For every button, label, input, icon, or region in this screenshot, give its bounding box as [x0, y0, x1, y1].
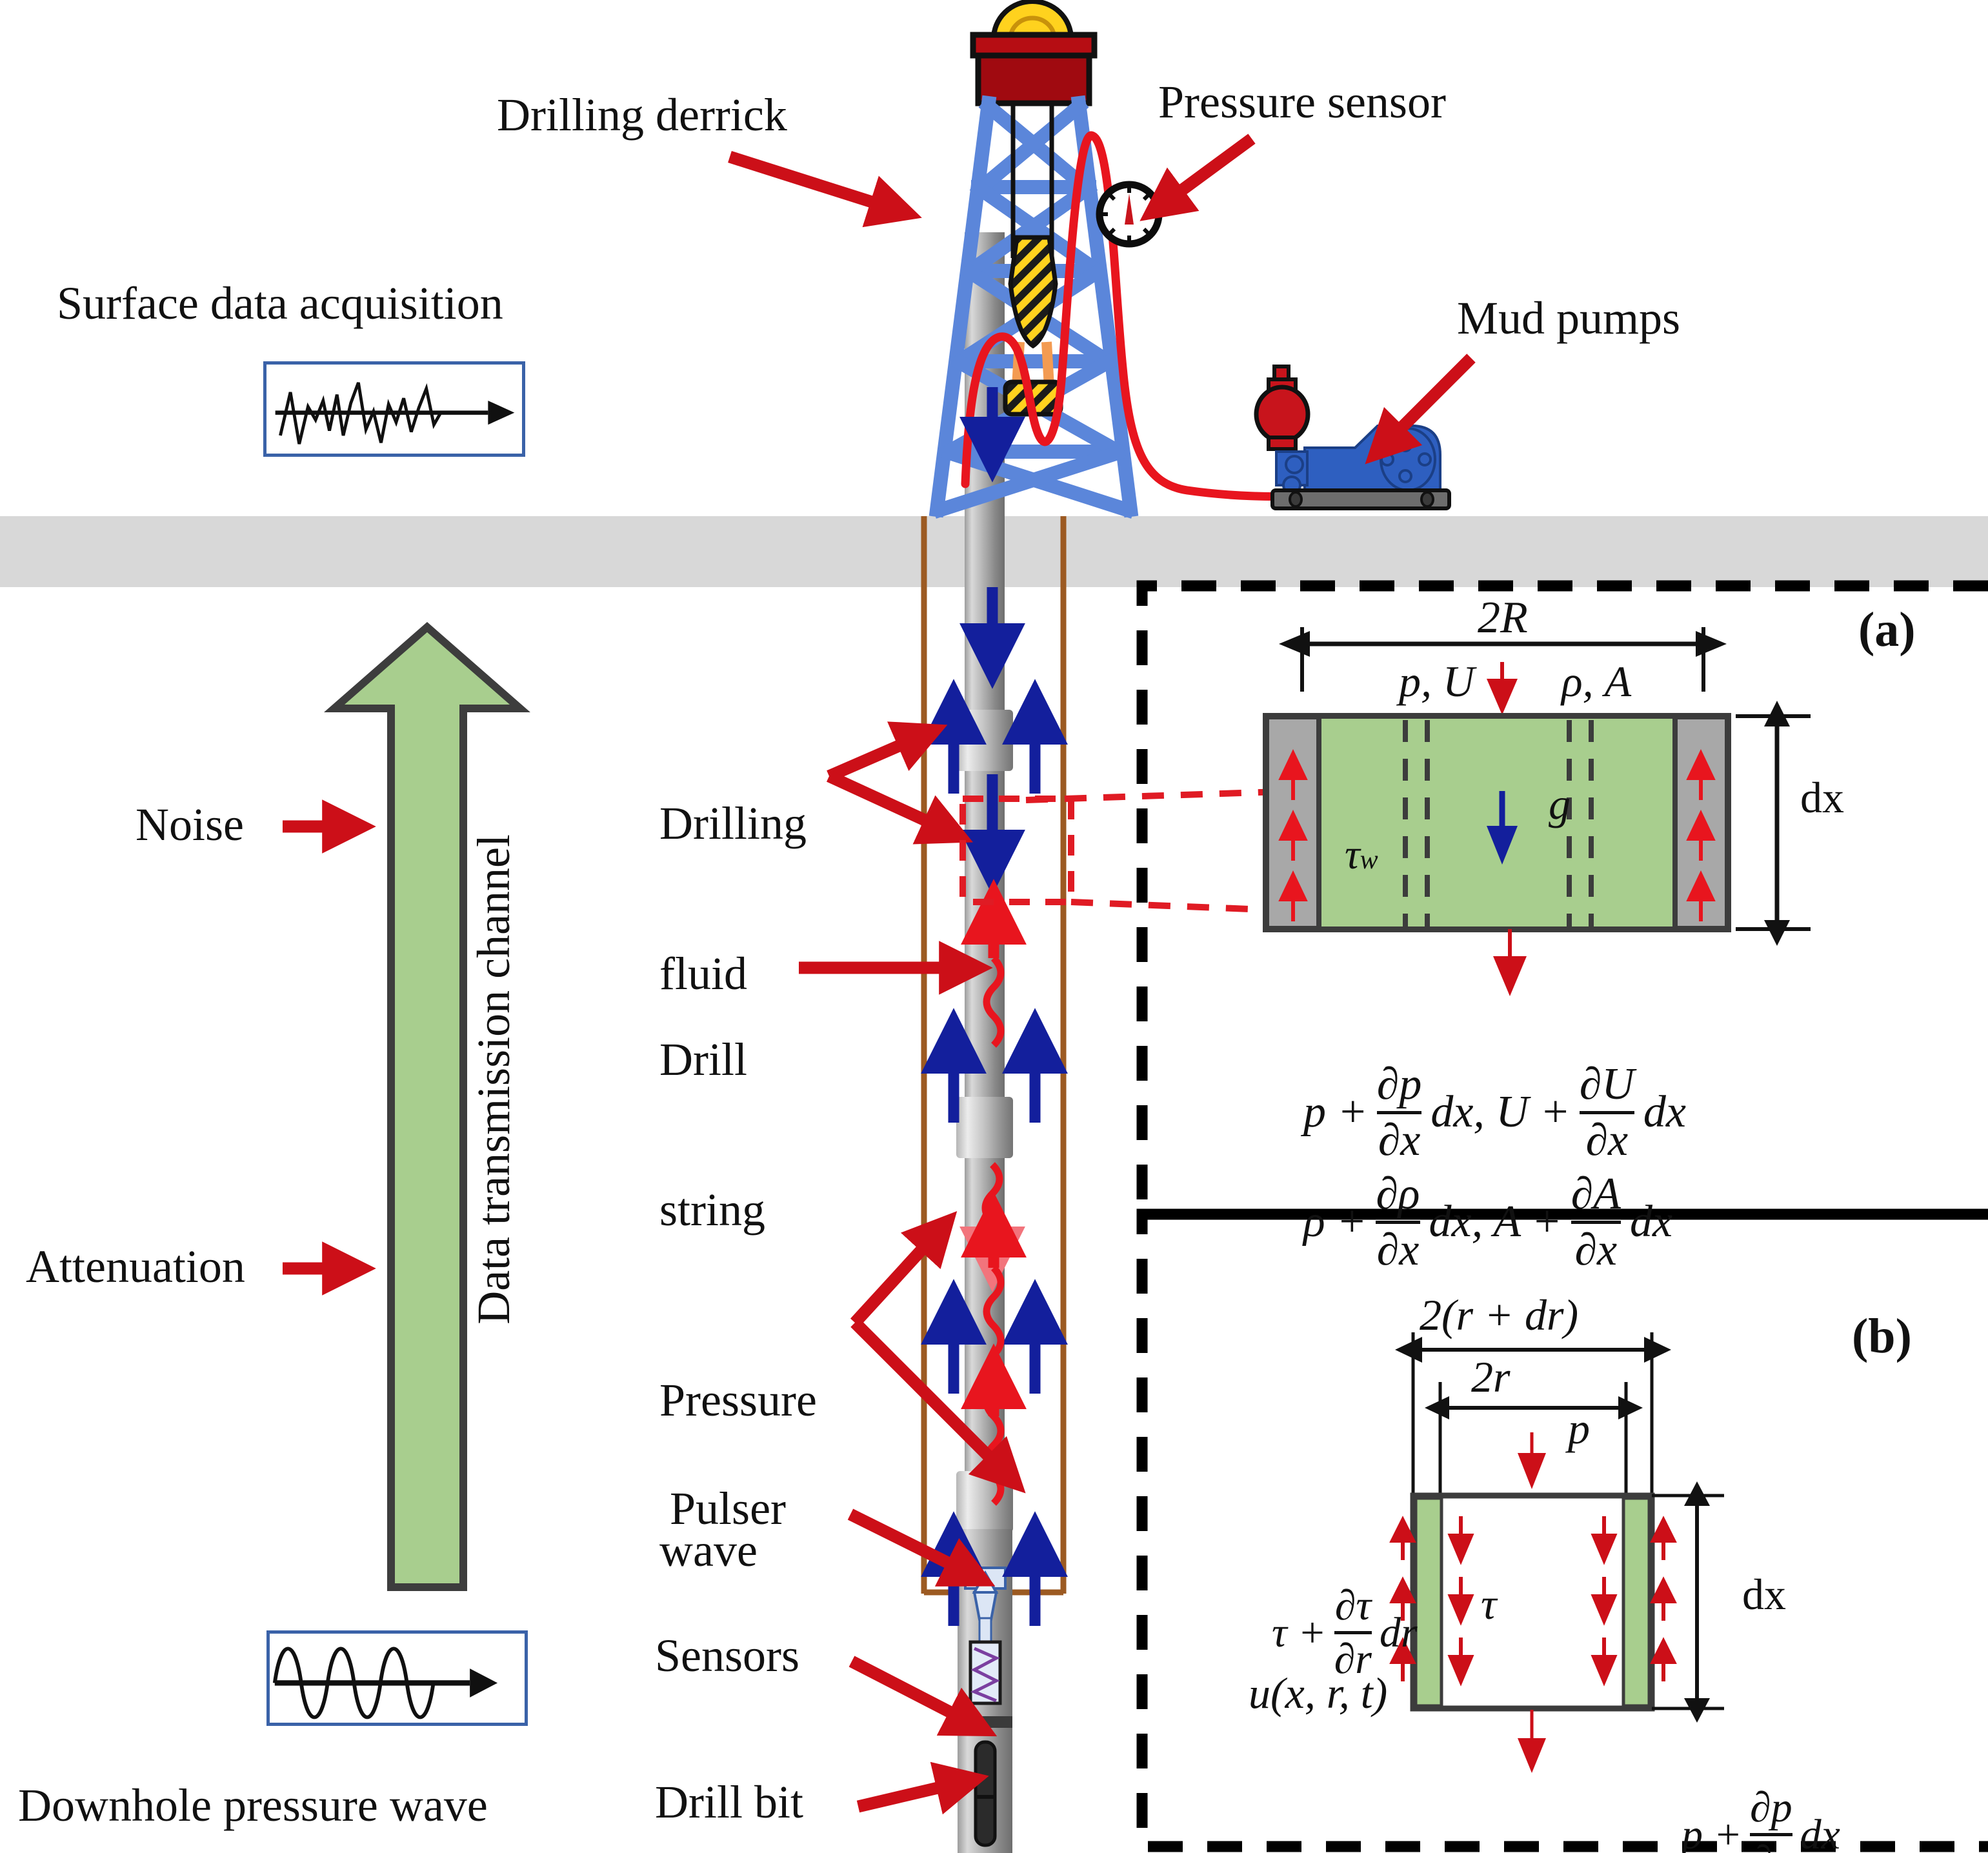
eq2-den: ∂x: [1376, 1225, 1420, 1275]
panel-a-top-vars-right: ρ, A: [1561, 657, 1632, 706]
panel-b-shear-center-label: τ: [1481, 1579, 1497, 1628]
eq1-num2: ∂U: [1579, 1059, 1634, 1109]
eq2-tail: dx: [1629, 1197, 1673, 1247]
drilling-fluid-line1: Drilling: [659, 797, 807, 849]
eq2-mid: dx, A +: [1429, 1197, 1562, 1247]
panel-b-top-pressure-label: p: [1568, 1404, 1590, 1453]
traveling-block-icon: [1003, 235, 1063, 417]
pressure-wave-line1: Pressure: [659, 1374, 817, 1426]
downhole-pressure-wave-label: Downhole pressure wave: [18, 1779, 488, 1831]
panel-a-dx-label: dx: [1800, 773, 1844, 822]
detail-callout-lines: [959, 788, 1300, 914]
panel-a-outlet-arrow: [1493, 929, 1527, 996]
panel-b-velocity-function: u(x, r, t): [1249, 1668, 1388, 1718]
pulser-label: Pulser: [670, 1483, 786, 1534]
panel-b-bottom-pressure-expression: p + ∂p ∂x dx: [1639, 1741, 1840, 1853]
panel-b-control-volume: [1389, 1332, 1724, 1773]
panel-a-gravity-label: g: [1549, 779, 1571, 828]
drill-bit-label: Drill bit: [655, 1776, 803, 1828]
eq2-lead: ρ +: [1303, 1197, 1367, 1247]
eq2-den2: ∂x: [1574, 1225, 1618, 1275]
eq1-lead: p +: [1303, 1087, 1368, 1137]
bp-lead: p +: [1682, 1811, 1743, 1853]
surface-data-acquisition-label: Surface data acquisition: [57, 277, 503, 329]
pressure-wave-label: Pressure wave: [659, 1275, 817, 1676]
mud-pumps-label: Mud pumps: [1457, 292, 1681, 344]
bp-num: ∂p: [1750, 1784, 1792, 1832]
pressure-sensor-label: Pressure sensor: [1158, 76, 1446, 128]
pressure-signal-line: [961, 131, 1334, 501]
eq1-den2: ∂x: [1585, 1115, 1629, 1165]
eq1-tail: dx: [1643, 1087, 1686, 1137]
shear-tail: dr: [1379, 1609, 1418, 1657]
panel-a-top-vars-left: p, U: [1399, 657, 1475, 706]
tau-symbol: τ: [1345, 831, 1360, 879]
drilling-derrick-label: Drilling derrick: [497, 89, 787, 141]
sensors-label: Sensors: [655, 1630, 800, 1681]
panel-b-inner-dim-label: 2r: [1471, 1352, 1511, 1401]
panel-a-2r-label: 2R: [1478, 593, 1528, 643]
tau-subscript: w: [1360, 845, 1378, 876]
drilling-fluid-line2: fluid: [659, 947, 747, 999]
surface-waveform-box: [263, 361, 525, 457]
drill-string-line1: Drill: [659, 1033, 747, 1085]
attenuation-label: Attenuation: [26, 1241, 245, 1292]
panel-b-shear-expression: τ + ∂τ ∂r dr: [1229, 1539, 1418, 1727]
panel-a-wall-shear-label: τw: [1302, 786, 1378, 924]
eq1-mid: dx, U +: [1431, 1087, 1571, 1137]
panel-b-tag: (b): [1852, 1309, 1912, 1363]
crown-block-icon: [990, 0, 1074, 41]
downhole-waveform-box: [266, 1630, 528, 1726]
drill-string-line2: string: [659, 1183, 766, 1236]
shear-num: ∂τ: [1334, 1582, 1371, 1630]
bp-tail: dx: [1800, 1811, 1840, 1853]
eq1-num: ∂p: [1376, 1059, 1422, 1109]
bp-den: ∂x: [1751, 1840, 1791, 1853]
shear-den: ∂r: [1334, 1636, 1372, 1683]
data-transmission-channel-arrow: [324, 622, 530, 1591]
panel-a-control-volume: [1263, 627, 1811, 946]
shear-lead: τ +: [1272, 1609, 1327, 1657]
noise-label: Noise: [136, 799, 244, 850]
analysis-panels-frame: [1136, 580, 1988, 1852]
eq2-num: ∂ρ: [1376, 1168, 1420, 1219]
eq1-den: ∂x: [1378, 1115, 1421, 1165]
eq2-num2: ∂A: [1571, 1168, 1621, 1219]
drill-string-label: Drill string: [659, 934, 765, 1336]
panel-a-equation-1: p + ∂p ∂x dx, U + ∂U ∂x dx: [1258, 1013, 1686, 1212]
pressure-wave-line2: wave: [659, 1524, 758, 1576]
noisy-waveform-icon: [275, 382, 515, 445]
panel-b-dx-label: dx: [1742, 1570, 1786, 1619]
panel-a-equation-2: ρ + ∂ρ ∂x dx, A + ∂A ∂x dx: [1258, 1123, 1672, 1321]
panel-a-tag: (a): [1858, 603, 1916, 657]
sine-waveform-icon: [272, 1647, 498, 1719]
panel-b-outer-dim-label: 2(r + dr): [1420, 1290, 1579, 1339]
drilling-fluid-label: Drilling fluid: [659, 698, 807, 1099]
